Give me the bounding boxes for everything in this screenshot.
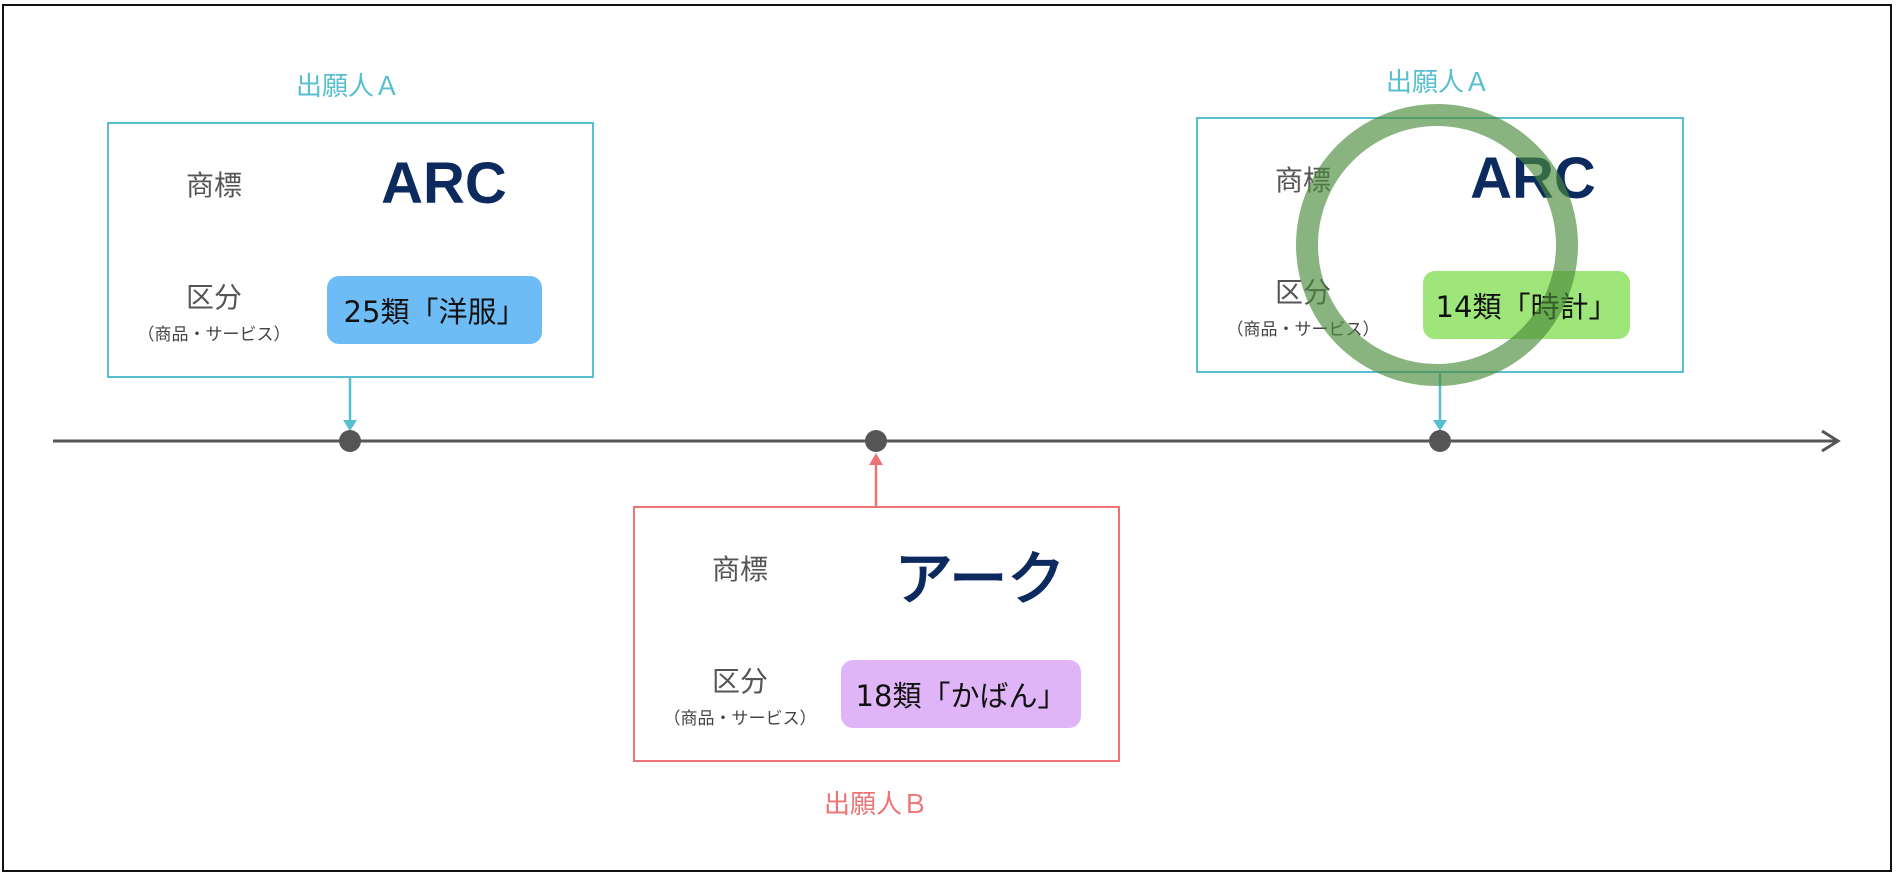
trademark-label: 商標: [185, 169, 242, 202]
class-label: 区分: [185, 281, 242, 314]
applicant-a-label-1: 出願人Ａ: [295, 72, 400, 102]
highlight-circle: [1296, 104, 1578, 386]
class-badge-25: 25類「洋服」: [327, 276, 542, 344]
applicant-b-label: 出願人Ｂ: [823, 790, 928, 820]
trademark-card-a1: 商標 ARC 区分 （商品・サービス） 25類「洋服」: [107, 122, 594, 378]
class-badge-18: 18類「かばん」: [841, 660, 1081, 728]
timeline-point-1: [339, 430, 361, 452]
timeline-point-3: [1429, 430, 1451, 452]
trademark-name: アーク: [894, 547, 1066, 612]
connector-a2-arrowhead: [1433, 420, 1447, 431]
applicant-a-label-2: 出願人Ａ: [1385, 68, 1490, 98]
connector-a1-arrowhead: [343, 420, 357, 431]
trademark-name: ARC: [381, 151, 507, 216]
class-sublabel: （商品・サービス）: [663, 709, 817, 729]
timeline-arrowhead: [1821, 429, 1841, 453]
class-label: 区分: [711, 665, 768, 698]
connector-b-arrowhead: [869, 453, 883, 465]
trademark-card-b: 商標 アーク 区分 （商品・サービス） 18類「かばん」: [633, 506, 1120, 762]
trademark-label: 商標: [711, 553, 768, 586]
class-sublabel: （商品・サービス）: [137, 325, 291, 345]
timeline-point-2: [865, 430, 887, 452]
